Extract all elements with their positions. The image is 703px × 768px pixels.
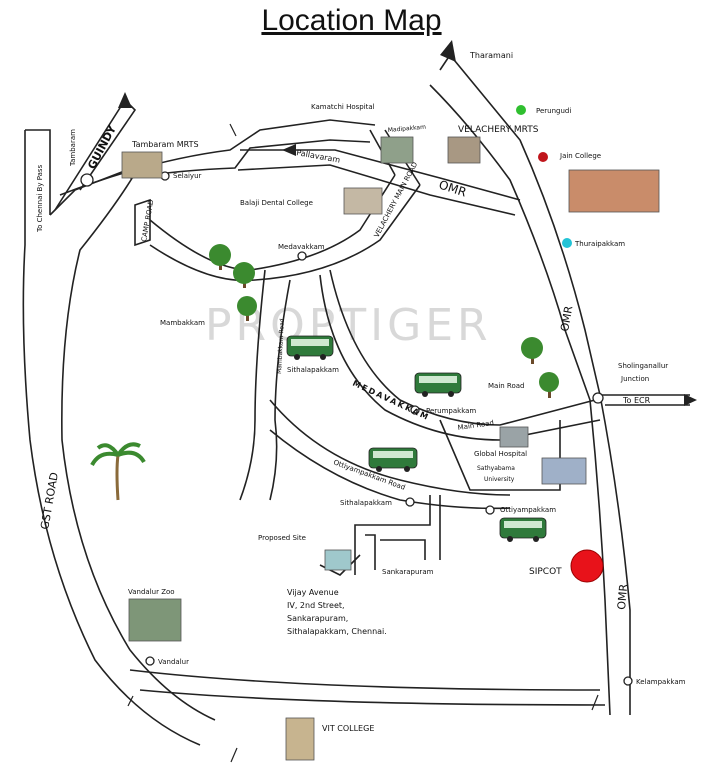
tree-icon xyxy=(237,296,257,321)
global-hospital-label: Global Hospital xyxy=(474,450,527,458)
junction-label: Junction xyxy=(620,375,649,383)
bus-icon xyxy=(368,447,418,472)
road-break-marks xyxy=(127,123,599,763)
madipakkam-label: Madipakkam xyxy=(388,124,427,134)
tree-icon xyxy=(521,337,543,364)
omr-top-label: OMR xyxy=(437,178,468,200)
sipcot-label: SIPCOT xyxy=(529,567,562,577)
vandalur-marker xyxy=(145,656,155,666)
mambakkam-road-label: Mambakkam Road xyxy=(276,318,286,374)
address-line: IV, 2nd Street, xyxy=(287,601,345,610)
ecr-arrow-icon xyxy=(684,394,697,406)
tharamani-arrow-icon xyxy=(440,40,456,62)
camp-road-label: CAMP ROAD xyxy=(140,199,155,242)
jain-college-label: Jain College xyxy=(559,152,601,160)
vandalur-zoo-photo xyxy=(128,598,182,642)
to-ecr-label: To ECR xyxy=(622,396,651,405)
sathyabama-label-1: Sathyabama xyxy=(477,465,515,472)
tree-icon xyxy=(539,372,559,398)
jain-college-dot xyxy=(538,152,548,162)
vandalur-zoo-label: Vandalur Zoo xyxy=(128,588,175,596)
perungudi-dot xyxy=(516,105,526,115)
sithalapakkam-2-label: Sithalapakkam xyxy=(340,499,392,507)
kelampakkam-label: Kelampakkam xyxy=(636,678,686,686)
main-road-label-1: Main Road xyxy=(488,382,525,390)
buses xyxy=(286,335,547,542)
tambaram-mrts-label: Tambaram MRTS xyxy=(131,140,199,149)
kelampakkam-marker xyxy=(623,676,633,686)
omr-lower-label: OMR xyxy=(615,583,630,610)
sipcot-dot xyxy=(570,549,604,583)
site-address: Vijay Avenue IV, 2nd Street, Sankarapura… xyxy=(287,588,387,636)
photo-thumbnails xyxy=(121,136,660,761)
bus-icon xyxy=(499,517,547,542)
ottiyampakkam-marker xyxy=(485,505,495,515)
proposed-site-label: Proposed Site xyxy=(258,534,306,542)
tharamani-label: Tharamani xyxy=(469,51,513,60)
sithalapakkam-2-marker xyxy=(405,497,415,507)
tree-icon xyxy=(233,262,255,288)
junction-markers xyxy=(80,171,633,686)
perumpakkam-label: Perumpakkam xyxy=(426,407,476,415)
omr-right-label: OMR xyxy=(558,305,575,333)
tambaram-mrts-photo xyxy=(121,151,163,179)
velachery-mrts-label: VELACHERY MRTS xyxy=(458,125,539,135)
thuraipakkam-label: Thuraipakkam xyxy=(574,240,625,248)
guindy-arrow-icon xyxy=(118,92,132,108)
global-hospital-photo xyxy=(499,426,529,448)
map-title: Location Map xyxy=(261,4,442,37)
sathyabama-label-2: University xyxy=(484,476,515,483)
kamatchi-hospital-photo xyxy=(380,136,414,164)
perumpakkam-marker xyxy=(410,405,420,415)
bus-icon xyxy=(286,335,334,360)
vit-college-label: VIT COLLEGE xyxy=(322,724,374,733)
kamatchi-hospital-label: Kamatchi Hospital xyxy=(311,103,375,111)
direction-arrows xyxy=(118,40,697,406)
sholinganallur-marker xyxy=(592,392,604,404)
ottiyampakkam-label: Ottiyampakkam xyxy=(500,506,556,514)
tree-icon xyxy=(209,244,231,270)
selaiyur-label: Selaiyur xyxy=(173,172,202,180)
medavakkam-label: Medavakkam xyxy=(278,243,325,251)
vit-college-photo xyxy=(285,717,315,761)
proposed-site-photo xyxy=(324,549,352,571)
address-line: Sithalapakkam, Chennai. xyxy=(287,627,387,636)
sholinganallur-label: Sholinganallur xyxy=(618,362,668,370)
vandalur-label: Vandalur xyxy=(158,658,189,666)
palm-tree-icon xyxy=(90,442,146,501)
gst-road-label: GST ROAD xyxy=(38,471,61,530)
sathyabama-photo xyxy=(541,457,587,485)
perungudi-label: Perungudi xyxy=(536,107,571,115)
sankarapuram-label: Sankarapuram xyxy=(382,568,434,576)
to-chennai-bypass-label: To Chennai By Pass xyxy=(36,164,44,233)
address-line: Vijay Avenue xyxy=(287,588,339,597)
velachery-mrts-photo xyxy=(447,136,481,164)
address-line: Sankarapuram, xyxy=(287,614,348,623)
tambaram-label: Tambaram xyxy=(69,129,77,167)
tambaram-marker xyxy=(80,173,94,187)
mambakkam-label: Mambakkam xyxy=(160,319,205,327)
balaji-dental-photo xyxy=(343,187,383,215)
balaji-dental-label: Balaji Dental College xyxy=(240,199,313,207)
trees xyxy=(90,244,559,501)
thuraipakkam-dot xyxy=(562,238,572,248)
jain-college-photo xyxy=(568,169,660,213)
sithalapakkam-1-label: Sithalapakkam xyxy=(287,366,339,374)
guindy-label: GUINDY xyxy=(85,122,119,171)
pallavaram-arrow-icon xyxy=(282,144,296,156)
medavakkam-marker xyxy=(297,251,307,261)
bus-icon xyxy=(414,372,462,397)
